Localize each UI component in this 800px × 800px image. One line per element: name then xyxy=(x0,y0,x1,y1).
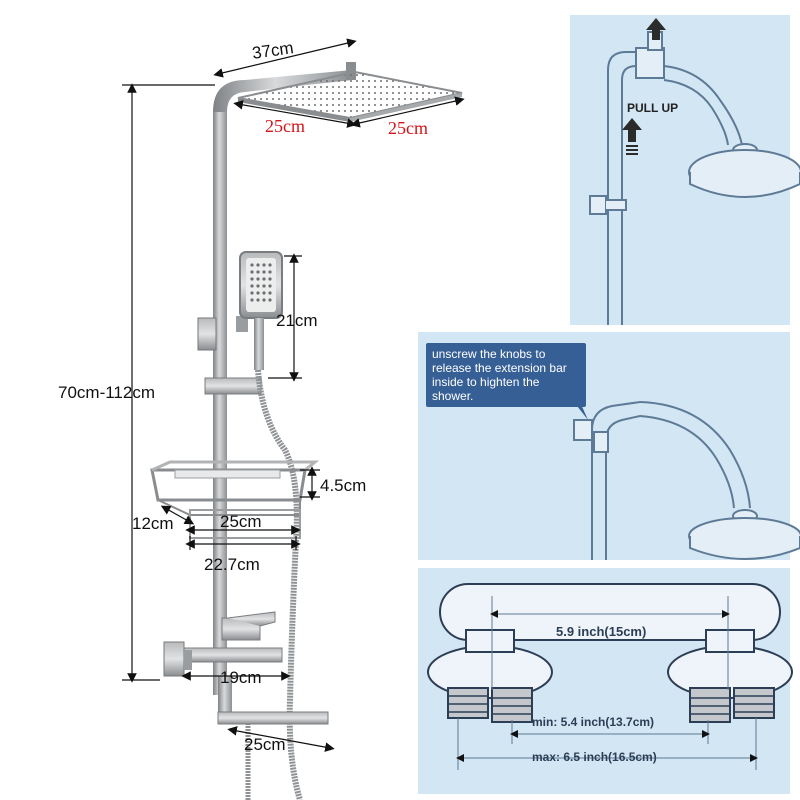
pull-up-panel xyxy=(570,15,800,325)
shelf-height-label: 4.5cm xyxy=(320,476,367,495)
head-depth-left-label: 25cm xyxy=(265,116,305,136)
min-spacing-label: min: 5.4 inch(13.7cm) xyxy=(532,715,655,729)
shelf-depth-label: 12cm xyxy=(132,514,174,533)
shelf-span-label: 22.7cm xyxy=(204,555,260,574)
bracket-panel xyxy=(418,568,793,794)
dimension-lines xyxy=(122,38,465,752)
shelf-width-label: 25cm xyxy=(220,512,262,531)
max-spacing-label: max: 6.5 inch(16.5cm) xyxy=(532,750,657,764)
mixer-width-label: 19cm xyxy=(220,668,262,687)
head-depth-right-label: 25cm xyxy=(388,118,428,138)
handset-height-label: 21cm xyxy=(276,311,318,330)
spout-length-label: 25cm xyxy=(244,735,286,754)
total-height-label: 70cm-112cm xyxy=(58,383,155,402)
pull-up-label: PULL UP xyxy=(627,101,679,115)
shower-column xyxy=(150,62,463,800)
center-spacing-label: 5.9 inch(15cm) xyxy=(556,624,647,639)
extension-callout: unscrew the knobs to release the extensi… xyxy=(426,343,586,407)
